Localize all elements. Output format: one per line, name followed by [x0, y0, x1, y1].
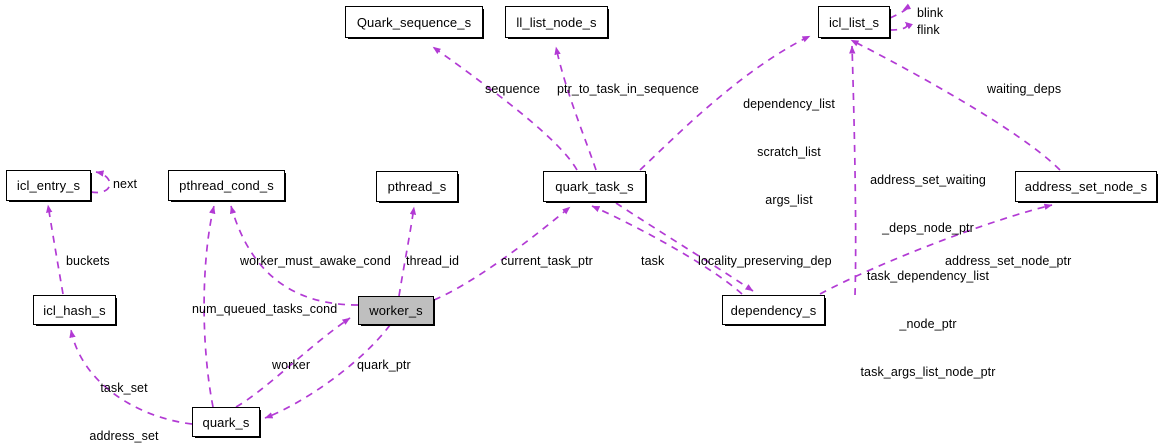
edge-address_set_node_s-to-icl_list_s	[850, 39, 1061, 171]
edge-quark_task_s-to-quark_sequence_s	[432, 46, 578, 171]
edge-label-task_dependency_list: task_dependency_list	[866, 269, 990, 283]
edge-quark_task_s-to-icl_list_s	[639, 35, 811, 171]
node-shadow-right	[91, 173, 92, 202]
node-shadow-bottom	[1018, 202, 1158, 203]
node-icl_hash_s[interactable]: icl_hash_s	[33, 295, 117, 326]
node-label: address_set_node_s	[1024, 179, 1148, 194]
node-shadow-bottom	[36, 325, 117, 326]
node-shadow-bottom	[546, 202, 647, 203]
node-label: pthread_s	[387, 179, 447, 194]
edge-worker_s-to-pthread_s	[398, 206, 417, 297]
edge-label-_deps_node_ptr: _deps_node_ptr	[882, 221, 974, 235]
edge-label-quark_ptr: quark_ptr	[357, 358, 411, 372]
edge-dependency_s-to-quark_task_s	[591, 205, 743, 295]
node-ll_list_node_s[interactable]: ll_list_node_s	[505, 6, 609, 39]
node-dependency_s[interactable]: dependency_s	[722, 295, 826, 326]
node-icl_entry_s[interactable]: icl_entry_s	[6, 170, 92, 202]
node-label: icl_list_s	[828, 14, 880, 30]
edge-label-worker_must_awake_cond: worker_must_awake_cond	[240, 254, 391, 268]
edge-label-icl-list-fields: dependency_list scratch_list args_list	[740, 64, 838, 240]
node-shadow-right	[285, 173, 286, 202]
node-shadow-bottom	[9, 201, 92, 202]
edge-label-blink: blink	[917, 6, 944, 20]
node-worker_s[interactable]: worker_s	[358, 296, 435, 326]
node-label: dependency_s	[730, 302, 817, 318]
node-pthread_s[interactable]: pthread_s	[376, 171, 459, 203]
node-shadow-right	[116, 298, 117, 326]
edge-label-ptr_to_task_in_sequence: ptr_to_task_in_sequence	[557, 82, 699, 96]
edge-dependency_s-to-icl_list_s	[849, 45, 857, 296]
node-label: worker_s	[369, 303, 423, 318]
node-shadow-bottom	[379, 202, 459, 203]
node-shadow-right	[825, 298, 826, 326]
edge-worker_s-to-quark_task_s	[433, 206, 571, 301]
node-label: icl_hash_s	[43, 302, 106, 318]
node-label: ll_list_node_s	[516, 14, 597, 30]
node-shadow-bottom	[821, 38, 891, 39]
node-shadow-right	[890, 9, 891, 39]
node-shadow-right	[608, 9, 609, 39]
edge-label-dependency_list: dependency_list	[743, 97, 835, 111]
edge-quark_task_s-to-dependency_s	[615, 202, 754, 292]
edge-label-task_set: task_set	[100, 381, 148, 395]
edge-icl_list_s-self-flink	[889, 21, 913, 31]
node-label: Quark_sequence_s	[356, 14, 472, 30]
node-icl_list_s[interactable]: icl_list_s	[818, 6, 891, 39]
edge-icl_entry_s-self-next	[90, 170, 111, 194]
edge-label-locality_preserving_dep: locality_preserving_dep	[698, 254, 832, 268]
edge-label-waiting_deps: waiting_deps	[987, 82, 1062, 96]
node-shadow-right	[458, 174, 459, 203]
edge-worker_s-to-quark_s	[264, 324, 391, 419]
edge-worker_s-to-pthread_cond_s	[230, 205, 359, 306]
edge-label-scratch_list: scratch_list	[757, 145, 821, 159]
edge-label-next: next	[113, 177, 138, 191]
node-quark_task_s[interactable]: quark_task_s	[543, 171, 647, 203]
edge-label-args_list: args_list	[765, 193, 813, 207]
edge-icl_list_s-self-blink	[889, 3, 912, 19]
edge-label-address_set_waiting: address_set_waiting	[870, 173, 986, 187]
edge-quark_s-to-pthread_cond_s	[203, 205, 216, 408]
node-address_set_node_s[interactable]: address_set_node_s	[1015, 171, 1158, 203]
edge-label-buckets: buckets	[66, 254, 110, 268]
node-label: quark_task_s	[555, 179, 634, 194]
node-quark_s[interactable]: quark_s	[192, 407, 261, 438]
node-shadow-bottom	[195, 437, 261, 438]
edge-quark_task_s-to-ll_list_node_s	[554, 46, 597, 171]
edge-label-address_set: address_set	[89, 429, 159, 443]
node-shadow-right	[434, 299, 435, 326]
node-shadow-right	[1157, 174, 1158, 203]
edge-icl_hash_s-to-icl_entry_s	[46, 204, 64, 295]
edge-quark_s-to-icl_hash_s	[69, 329, 193, 425]
node-shadow-bottom	[361, 325, 435, 326]
node-pthread_cond_s[interactable]: pthread_cond_s	[168, 170, 286, 202]
edge-quark_s-to-worker_s	[235, 317, 351, 408]
node-quark_sequence_s[interactable]: Quark_sequence_s	[345, 6, 484, 39]
node-shadow-bottom	[508, 38, 609, 39]
node-shadow-right	[646, 174, 647, 203]
node-shadow-right	[483, 9, 484, 39]
edge-label-current_task_ptr: current_task_ptr	[501, 254, 593, 268]
edge-label-dependency-node-ptrs: address_set_waiting _deps_node_ptr task_…	[855, 140, 1001, 412]
edge-label-_node_ptr: _node_ptr	[899, 317, 957, 331]
edge-label-address_set_node_ptr: address_set_node_ptr	[945, 254, 1072, 268]
node-label: icl_entry_s	[16, 178, 81, 193]
node-shadow-right	[260, 410, 261, 438]
edge-label-num_queued_tasks_cond: num_queued_tasks_cond	[192, 302, 338, 316]
node-shadow-bottom	[725, 325, 826, 326]
edge-dependency_s-to-address_set_node_s	[819, 203, 1053, 295]
edge-label-task: task	[641, 254, 665, 268]
edge-label-task_args_list_node_ptr: task_args_list_node_ptr	[860, 365, 996, 379]
edge-label-worker: worker	[272, 358, 311, 372]
edge-label-flink: flink	[917, 23, 940, 37]
node-shadow-bottom	[171, 201, 286, 202]
node-label: pthread_cond_s	[179, 178, 274, 193]
edge-label-quark-sets: task_set address_set	[83, 348, 165, 443]
edge-label-sequence: sequence	[485, 82, 541, 96]
node-label: quark_s	[202, 414, 250, 430]
edge-label-thread_id: thread_id	[406, 254, 460, 268]
node-shadow-bottom	[348, 38, 484, 39]
